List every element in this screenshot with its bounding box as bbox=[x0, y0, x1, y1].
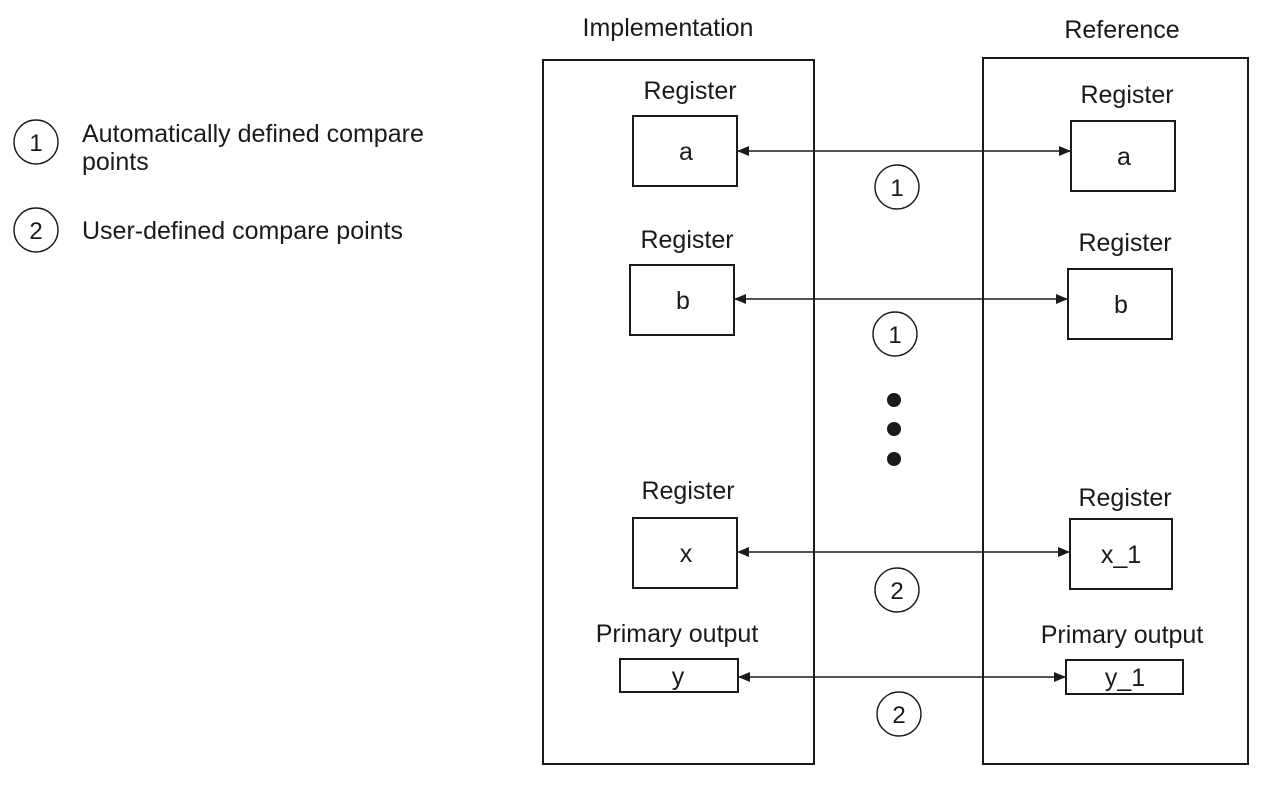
compare-pair-b: Register b Register b 1 bbox=[629, 226, 1173, 357]
ref-output-caption: Primary output bbox=[1041, 621, 1204, 649]
legend-item-automatic: 1 Automatically defined compare points bbox=[13, 119, 424, 176]
ellipsis-dot bbox=[887, 393, 901, 407]
ref-register-caption: Register bbox=[1078, 484, 1171, 512]
ref-register-caption: Register bbox=[1078, 229, 1171, 257]
marker-circle bbox=[13, 119, 59, 165]
legend-item-user-defined: 2 User-defined compare points bbox=[13, 207, 403, 253]
marker-circle bbox=[874, 567, 920, 613]
ref-register-name: b bbox=[1114, 291, 1128, 319]
ref-register-name: x_1 bbox=[1101, 541, 1141, 569]
compare-pair-y: Primary output y Primary output y_1 2 bbox=[596, 620, 1204, 737]
impl-register-box bbox=[632, 517, 738, 589]
legend: 1 Automatically defined compare points 2… bbox=[13, 119, 424, 253]
impl-register-box bbox=[632, 115, 738, 187]
ref-register-name: a bbox=[1117, 143, 1131, 171]
compare-pair-x: Register x Register x_1 2 bbox=[632, 477, 1173, 613]
legend-label: Automatically defined compare bbox=[82, 120, 424, 148]
ref-register-caption: Register bbox=[1080, 81, 1173, 109]
ellipsis-dot bbox=[887, 452, 901, 466]
marker-circle bbox=[13, 207, 59, 253]
compare-marker: 1 bbox=[888, 322, 901, 349]
impl-register-caption: Register bbox=[641, 477, 734, 505]
ellipsis-dot bbox=[887, 422, 901, 436]
compare-marker: 1 bbox=[890, 175, 903, 202]
compare-marker: 2 bbox=[890, 578, 903, 605]
ref-register-box bbox=[1070, 120, 1176, 192]
ellipsis-dots bbox=[887, 393, 901, 466]
impl-register-caption: Register bbox=[643, 77, 736, 105]
legend-label: User-defined compare points bbox=[82, 217, 403, 245]
impl-output-name: y bbox=[672, 663, 685, 691]
ref-output-name: y_1 bbox=[1105, 664, 1145, 692]
ref-register-box bbox=[1069, 518, 1173, 590]
compare-marker: 2 bbox=[892, 702, 905, 729]
impl-register-caption: Register bbox=[640, 226, 733, 254]
legend-marker: 1 bbox=[29, 130, 42, 157]
implementation-title: Implementation bbox=[583, 14, 754, 42]
legend-label: points bbox=[82, 148, 149, 176]
legend-marker: 2 bbox=[29, 218, 42, 245]
impl-register-name: b bbox=[676, 287, 690, 315]
marker-circle bbox=[874, 164, 920, 210]
marker-circle bbox=[876, 691, 922, 737]
impl-register-name: a bbox=[679, 138, 693, 166]
ref-output-box bbox=[1065, 659, 1184, 695]
marker-circle bbox=[872, 311, 918, 357]
impl-output-caption: Primary output bbox=[596, 620, 759, 648]
reference-title: Reference bbox=[1064, 16, 1179, 44]
compare-pair-a: Register a Register a 1 bbox=[632, 77, 1176, 210]
impl-register-name: x bbox=[680, 540, 693, 568]
ref-register-box bbox=[1067, 268, 1173, 340]
